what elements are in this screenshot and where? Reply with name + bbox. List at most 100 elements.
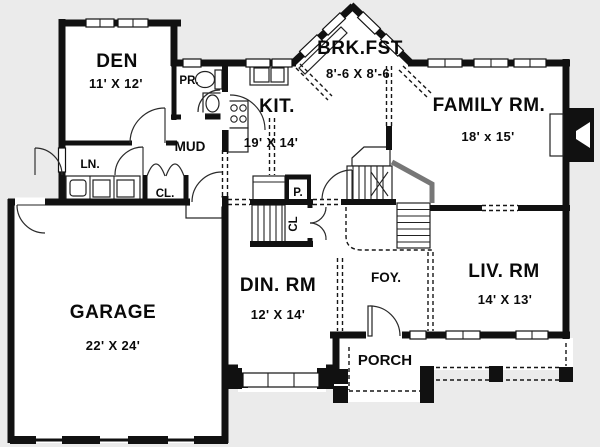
stair-landing [351,146,391,167]
kitchen-dims: 19' X 14' [244,135,299,150]
breakfast-window [298,33,324,59]
front-door-opening [366,330,402,340]
powder-sink-basin [205,94,220,113]
breakfast-window [379,32,405,58]
stair-lower-flight [396,202,431,249]
dryer [116,179,135,198]
foyer-closet-label: CL [288,216,300,231]
breakfast-dims: 8'-6 X 8'-6 [326,66,390,81]
den-label: DEN [96,51,138,72]
pantry-label: P. [293,187,302,199]
mud-closet-door-leaf [165,163,185,177]
opening-breakfast-kitchen [299,63,333,97]
garage-hall-door-opening [190,197,222,207]
understair-outline [345,207,434,251]
toilet-tank [214,69,223,90]
family-label: FAMILY RM. [433,95,546,116]
basement-stair-flight [251,204,286,244]
garage-door-pier [128,436,168,444]
mud-closet-label: CL. [156,188,175,200]
breakfast-window [356,10,382,36]
porch-column [559,367,573,382]
bay-window-opening [238,363,326,373]
room-labels: DEN 11' X 12' KIT. 19' X 14' BRK.FST 8'-… [70,38,546,369]
garage-floor [8,199,228,443]
porch-column [333,369,348,384]
stair-chamfer-wall [390,159,435,203]
kitchen-sink-basin-left [253,67,270,83]
toilet-bowl [194,70,216,89]
stair-upper-flight [346,165,393,201]
bay-jamb [317,368,334,389]
garage-side-door-swing [16,204,46,234]
den-dims: 11' X 12' [89,76,143,91]
garage-side-door-opening [15,197,45,207]
opening-breakfast-kitchen [295,67,329,101]
kitchen-peninsula-counter [298,26,348,75]
foyer-label: FOY. [371,270,401,285]
porch-column [420,385,434,403]
mud-closet-door-leaf [146,163,166,177]
laundry-label: LN. [80,157,99,171]
powder-label: PR. [179,75,198,87]
house-floor [62,4,570,371]
garage-label: GARAGE [70,302,156,323]
basement-stairs [251,204,286,244]
door-swings [16,89,401,337]
garage-door-pier [194,436,228,444]
kitchen-door-opening [220,92,230,130]
laundry-window [57,147,67,173]
family-dims: 18' x 15' [461,129,514,144]
windows [57,10,549,389]
living-label: LIV. RM [468,261,539,282]
washer [92,179,111,198]
mud-door-swing [114,146,144,176]
kitchen-fixtures [227,26,348,153]
burner [239,104,247,112]
breakfast-label: BRK.FST [317,38,403,59]
mud-label: MUD [175,139,206,154]
garage-door-pier [10,436,36,444]
dining-dims: 12' X 14' [251,307,306,322]
garage-door-pier [62,436,100,444]
dining-bay-window [242,372,320,388]
burner [230,115,238,123]
front-door-swing [369,305,401,337]
powder-door-swing [197,89,221,113]
garage-step [185,204,223,219]
porch-dashed-edges [348,343,567,392]
den-door-swing [129,107,166,144]
stair-direction-mark [370,171,389,197]
powder-room-fixtures [194,69,223,115]
breakfast-window [321,11,347,37]
living-window [409,330,427,340]
kitchen-window [271,58,293,68]
porch-label: PORCH [358,352,412,369]
porch-column [333,386,348,403]
fireplace [549,108,594,162]
fireplace-firebox [549,113,564,157]
laundry-sink [69,179,87,197]
pantry-cabinet [252,175,286,201]
main-stairs [346,146,431,249]
bay-jamb [226,368,242,389]
fireplace-flue [576,122,590,148]
porch-column [489,366,503,382]
front-door-leaf [367,305,373,337]
dashed-openings [221,63,518,331]
porch-column [420,366,434,385]
porch-floor-right [333,338,573,370]
kitchen-sink-basin-right [270,67,285,83]
burner [239,115,247,123]
family-door-swing [321,169,353,201]
kitchen-label: KIT. [259,96,295,117]
dining-label: DIN. RM [240,275,316,296]
garage-hall-door-swing [191,171,223,203]
den-door-opening [132,138,166,148]
living-dims: 14' X 13' [478,292,533,307]
powder-door-opening [181,112,205,122]
powder-window [182,58,202,68]
foyer-closet-door-swing [309,222,327,241]
